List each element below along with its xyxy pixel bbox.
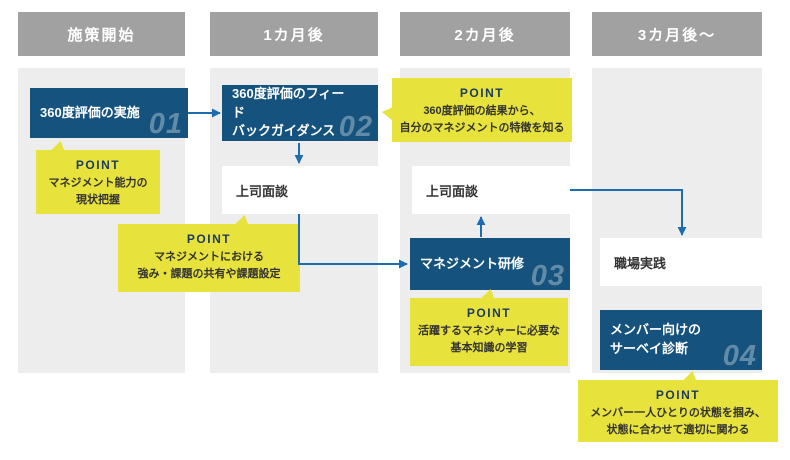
column-header-month1: 1カ月後 — [210, 12, 378, 56]
step-box-360-assessment: 360度評価の実施 01 — [30, 88, 188, 140]
box-label: 上司面談 — [426, 183, 479, 199]
point-text: メンバー一人ひとりの状態を掴み、 — [590, 407, 766, 419]
step-box-member-survey: メンバー向けの サーベイ診断 04 — [600, 310, 762, 372]
step-title: マネジメント研修 — [420, 255, 525, 271]
point-callout-guidance: POINT 360度評価の結果から、 自分のマネジメントの特徴を知る — [382, 78, 572, 142]
point-text: 現状把握 — [76, 193, 120, 206]
callout-tail-icon — [50, 141, 68, 151]
step-title: メンバー向けの — [610, 322, 702, 338]
point-label: POINT — [655, 388, 701, 402]
callout-tail-icon — [480, 289, 498, 299]
point-text: 活躍するマネジャーに必要な — [417, 325, 560, 337]
callout-tail-icon — [234, 215, 252, 225]
step-box-management-training: マネジメント研修 03 — [410, 238, 570, 292]
column-header-month3plus: 3カ月後〜 — [592, 12, 762, 56]
point-callout-assessment: POINT マネジメント能力の 現状把握 — [36, 141, 160, 214]
column-header-month2: 2カ月後 — [400, 12, 570, 56]
point-label: POINT — [466, 306, 512, 320]
point-callout-training: POINT 活躍するマネジャーに必要な 基本知識の学習 — [410, 289, 568, 366]
box-boss-interview-1: 上司面談 — [222, 166, 378, 214]
step-title: 360度評価のフィード — [232, 85, 345, 120]
step-title: サーベイ診断 — [610, 341, 689, 356]
point-label: POINT — [459, 86, 505, 100]
point-text: マネジメントにおける — [154, 251, 264, 263]
step-title: バックガイダンス — [232, 123, 336, 139]
box-boss-interview-2: 上司面談 — [412, 166, 570, 214]
step-number: 04 — [722, 340, 757, 372]
step-number: 02 — [338, 111, 373, 143]
point-text: 状態に合わせて適切に関わる — [606, 423, 750, 436]
box-label: 職場実践 — [614, 255, 667, 271]
point-callout-interview1: POINT マネジメントにおける 強み・課題の共有や課題設定 — [118, 215, 300, 292]
point-text: マネジメント能力の — [48, 177, 148, 189]
box-label: 上司面談 — [236, 183, 289, 199]
step-box-feedback-guidance: 360度評価のフィード バックガイダンス 02 — [222, 85, 378, 143]
point-text: 360度評価の結果から、 — [423, 105, 541, 117]
point-text: 強み・課題の共有や課題設定 — [137, 267, 281, 280]
point-text: 自分のマネジメントの特徴を知る — [399, 121, 565, 134]
point-label: POINT — [186, 232, 232, 246]
callout-tail-icon — [382, 105, 393, 121]
step-number: 01 — [148, 108, 183, 140]
step-number: 03 — [530, 260, 565, 292]
callout-tail-icon — [682, 371, 700, 381]
point-label: POINT — [75, 158, 121, 172]
point-callout-survey: POINT メンバー一人ひとりの状態を掴み、 状態に合わせて適切に関わる — [578, 371, 778, 442]
column-header-start: 施策開始 — [18, 12, 185, 56]
step-title: 360度評価の実施 — [40, 104, 140, 120]
point-text: 基本知識の学習 — [450, 341, 528, 354]
box-workplace-practice: 職場実践 — [600, 238, 762, 286]
